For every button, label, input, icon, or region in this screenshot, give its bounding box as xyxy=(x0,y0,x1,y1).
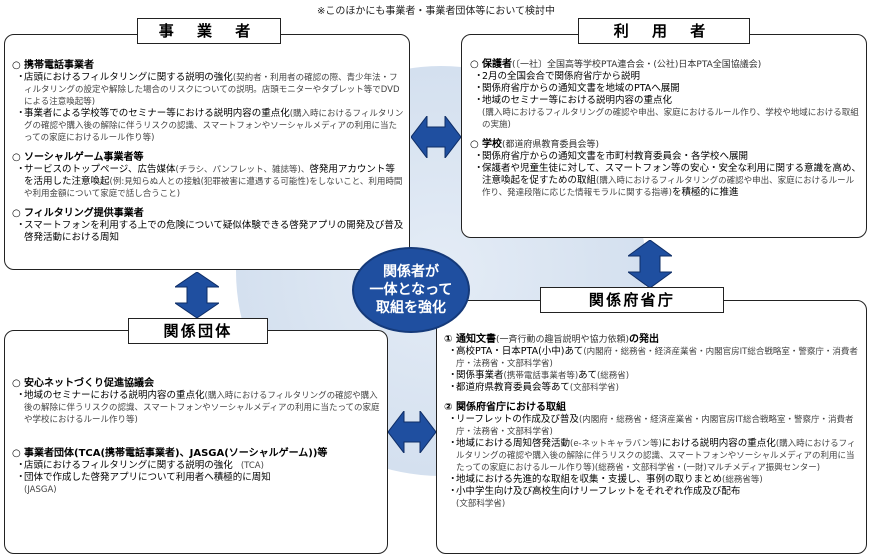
top-note: ※このほかにも事業者・事業者団体等において検討中 xyxy=(316,6,556,17)
section-head: ○ソーシャルゲーム事業者等 xyxy=(12,152,144,163)
list-item: ・地域における先進的な取組を収集・支援し、事例の取りまとめ(総務省等) xyxy=(448,474,763,485)
title-kankeifu: 関係府省庁 xyxy=(540,287,724,313)
title-riyousha: 利 用 者 xyxy=(578,18,750,44)
center-line-3: 取組を強化 xyxy=(376,300,446,316)
content-jigyousha: ○携帯電話事業者 ・店頭におけるフィルタリングに関する説明の強化(契約者・利用者… xyxy=(12,57,404,244)
double-arrow-horizontal-bottom xyxy=(388,411,436,453)
section-head: ○事業者団体(TCA(携帯電話事業者)、JASGA(ソーシャルゲーム))等 xyxy=(12,448,328,459)
center-line-1: 関係者が xyxy=(383,264,439,280)
section-head: ○安心ネットづくり促進協議会 xyxy=(12,378,154,389)
content-kankeidantai: ○安心ネットづくり促進協議会 ・地域のセミナーにおける説明内容の重点化(購入時に… xyxy=(12,375,382,496)
box-riyousha xyxy=(461,34,867,238)
list-item: ・サービスのトップページ、広告媒体(チラシ、パンフレット、雑誌等)、啓発用アカウ… xyxy=(16,164,403,199)
list-item: ・関係事業者(携帯電話事業者等)あて(総務省) xyxy=(448,370,630,381)
list-item: ・保護者や児童生徒に対して、スマートフォン等の安心・安全な利用に関する意識を高め… xyxy=(474,163,861,198)
list-item: ・地域のセミナーにおける説明内容の重点化(購入時におけるフィルタリングの確認や購… xyxy=(16,390,380,425)
list-item: ・店頭におけるフィルタリングに関する説明の強化(契約者・利用者の確認の際、青少年… xyxy=(16,72,400,107)
list-item: ・2月の全国会合で関係府省庁から説明 xyxy=(474,71,641,82)
double-arrow-vertical-right xyxy=(628,240,672,288)
box-kankeidantai xyxy=(4,330,388,554)
list-item: ・地域における周知啓発活動(e-ネットキャラバン等)における説明内容の重点化(購… xyxy=(448,438,856,473)
section-head: ○フィルタリング提供事業者 xyxy=(12,208,144,219)
list-item: ・都道府県教育委員会等あて(文部科学省) xyxy=(448,382,619,393)
list-item: ・リーフレットの作成及び普及(内閣府・総務省・経済産業省・内閣官房IT総合戦略室… xyxy=(448,414,854,437)
section-head: ○保護者(〔一社〕全国高等学校PTA連合会・(公社)日本PTA全国協議会) xyxy=(470,59,762,70)
title-kankeidantai: 関係団体 xyxy=(128,318,268,344)
title-jigyousha: 事 業 者 xyxy=(137,18,281,44)
double-arrow-vertical-left xyxy=(175,272,219,318)
list-item: ・事業者による学校等でのセミナー等における説明内容の重点化(購入時におけるフィル… xyxy=(16,108,404,143)
center-line-2: 一体となって xyxy=(369,282,453,298)
center-oval: 関係者が 一体となって 取組を強化 xyxy=(352,247,470,333)
section-head: ○学校(都道府県教育委員会等) xyxy=(470,139,600,150)
list-item: ・関係府省庁からの通知文書を市町村教育委員会・各学校へ展開 xyxy=(474,151,749,162)
box-jigyousha xyxy=(4,34,410,270)
double-arrow-horizontal-top xyxy=(411,116,461,158)
content-riyousha: ○保護者(〔一社〕全国高等学校PTA連合会・(公社)日本PTA全国協議会) ・2… xyxy=(470,56,862,199)
list-item: ・地域のセミナー等における説明内容の重点化(購入時におけるフィルタリングの確認や… xyxy=(474,95,859,130)
box-kankeifu xyxy=(436,300,867,554)
list-item: ・団体で作成した啓発アプリについて利用者へ積極的に周知(JASGA) xyxy=(16,472,271,495)
section-head: ○携帯電話事業者 xyxy=(12,60,94,71)
list-item: ・店頭におけるフィルタリングに関する説明の強化(TCA) xyxy=(16,460,264,471)
list-item: ・高校PTA・日本PTA(小中)あて(内閣府・総務省・経済産業省・内閣官房IT総… xyxy=(448,346,858,369)
list-item: ・関係府省庁からの通知文書を地域のPTAへ展開 xyxy=(474,83,680,94)
section-marker: ○ xyxy=(12,60,21,71)
list-item: ・小中学生向け及び高校生向けリーフレットをそれぞれ作成及び配布(文部科学省) xyxy=(448,486,741,509)
list-item: ・スマートフォンを利用する上での危険について疑似体験できる啓発アプリの開発及び普… xyxy=(16,220,404,243)
